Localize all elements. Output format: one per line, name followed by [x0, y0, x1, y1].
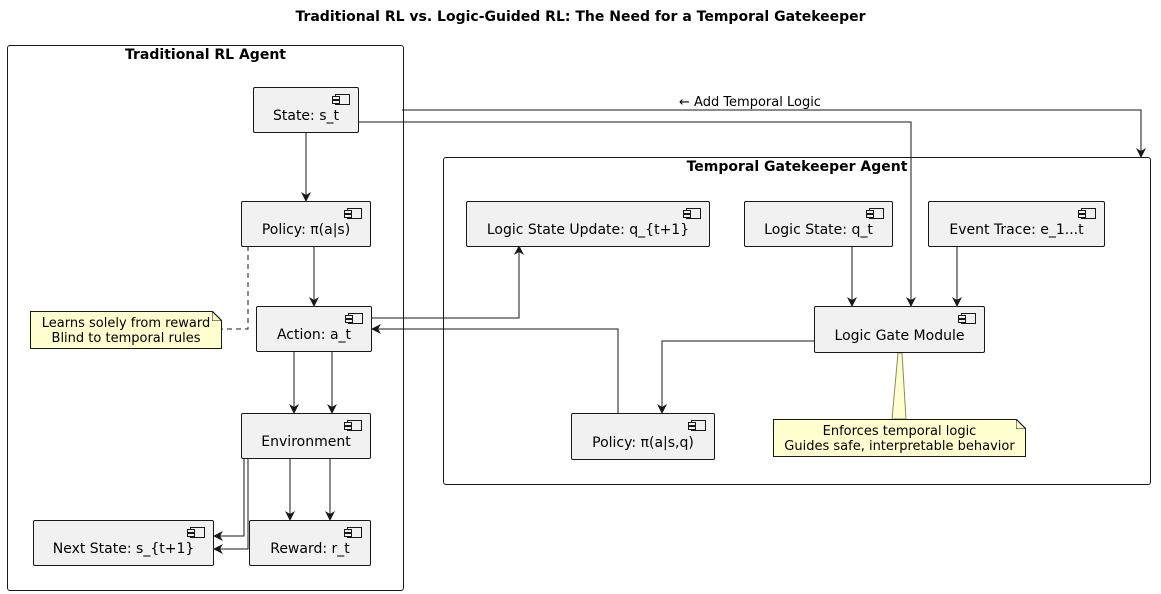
component-icon: [344, 527, 362, 538]
reward-label: Reward: r_t: [270, 541, 350, 557]
next-state-label: Next State: s_{t+1}: [52, 541, 195, 557]
component-icon: [866, 208, 884, 219]
event-trace-label: Event Trace: e_1...t: [949, 222, 1084, 238]
logic-state-update-label: Logic State Update: q_{t+1}: [486, 222, 690, 238]
event-trace-component: Event Trace: e_1...t: [928, 201, 1105, 247]
component-icon: [345, 313, 363, 324]
component-icon: [1078, 208, 1096, 219]
traditional-note-line-1: Learns solely from reward: [41, 316, 211, 331]
edge-gk-policy-to-action: [371, 324, 619, 413]
gatekeeper-note: Enforces temporal logic Guides safe, int…: [773, 419, 1026, 457]
component-icon: [332, 94, 350, 105]
traditional-rl-title: Traditional RL Agent: [125, 47, 286, 63]
environment-component: Environment: [241, 413, 371, 459]
component-icon: [344, 420, 362, 431]
action-label: Action: a_t: [276, 327, 352, 343]
gatekeeper-note-line-2: Guides safe, interpretable behavior: [784, 439, 1015, 454]
state-component: State: s_t: [253, 87, 359, 133]
edge-env-to-next-state-2: [213, 459, 249, 554]
logic-gate-module-label: Logic Gate Module: [834, 327, 965, 344]
note-link-traditional: [222, 246, 249, 330]
reward-component: Reward: r_t: [249, 520, 371, 566]
environment-label: Environment: [261, 434, 351, 450]
logic-state-component: Logic State: q_t: [744, 201, 893, 247]
logic-gate-module-component: Logic Gate Module: [814, 306, 985, 353]
action-component: Action: a_t: [256, 306, 372, 352]
gatekeeper-policy-component: Policy: π(a|s,q): [571, 413, 715, 460]
policy-label: Policy: π(a|s): [261, 222, 351, 238]
component-icon: [958, 313, 976, 324]
edge-gate-to-gk-policy: [657, 340, 814, 414]
gatekeeper-note-line-1: Enforces temporal logic: [822, 424, 977, 439]
edge-state-to-logic-gate: [359, 121, 916, 307]
edge-env-to-next-state-1: [213, 459, 245, 541]
diagram-title: Traditional RL vs. Logic-Guided RL: The …: [295, 9, 866, 25]
component-icon: [688, 420, 706, 431]
edge-label-add-temporal-logic: ← Add Temporal Logic: [679, 95, 821, 110]
gatekeeper-title: Temporal Gatekeeper Agent: [686, 159, 908, 175]
state-label: State: s_t: [272, 108, 339, 124]
component-icon: [344, 208, 362, 219]
next-state-component: Next State: s_{t+1}: [33, 520, 214, 566]
traditional-note: Learns solely from reward Blind to tempo…: [30, 311, 222, 349]
gatekeeper-policy-label: Policy: π(a|s,q): [592, 434, 694, 451]
edge-action-to-logic-update: [372, 245, 524, 319]
component-icon: [187, 527, 205, 538]
note-fold-icon: [1016, 419, 1026, 429]
note-link-gatekeeper: [891, 352, 907, 420]
note-fold-icon: [212, 311, 222, 321]
traditional-note-line-2: Blind to temporal rules: [51, 331, 201, 346]
edge-add-temporal-logic: [402, 109, 1146, 158]
component-icon: [683, 208, 701, 219]
logic-state-label: Logic State: q_t: [764, 222, 873, 238]
logic-state-update-component: Logic State Update: q_{t+1}: [466, 201, 710, 247]
policy-component: Policy: π(a|s): [241, 201, 371, 247]
